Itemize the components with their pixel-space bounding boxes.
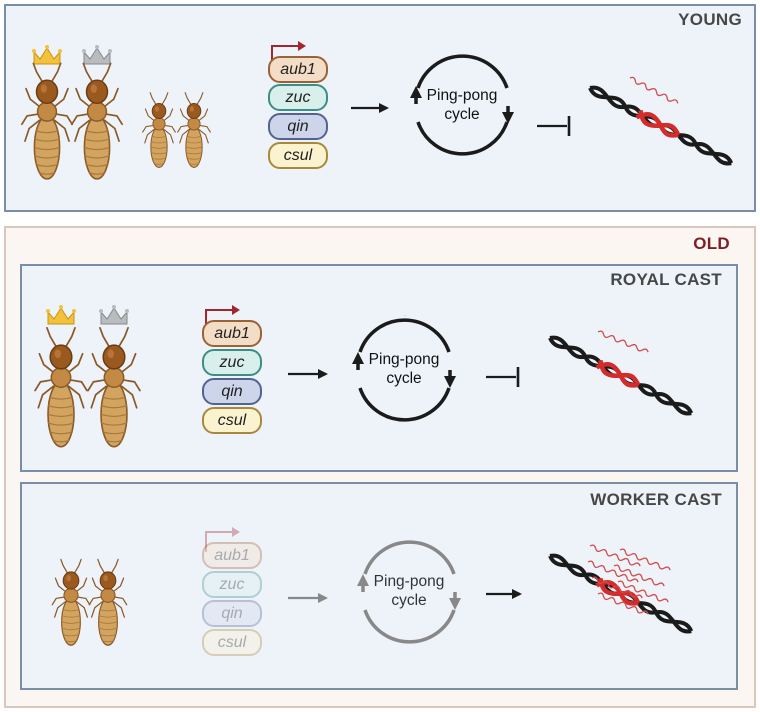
gene-zuc: zuc <box>202 349 262 376</box>
gene-zuc: zuc <box>202 571 262 598</box>
gene-zuc: zuc <box>268 84 328 111</box>
cycle-label-line2: cycle <box>444 106 480 123</box>
worker-cast-title: WORKER CAST <box>590 490 722 509</box>
gene-aub1: aub1 <box>202 320 262 347</box>
royal-cast-title: ROYAL CAST <box>610 270 722 289</box>
cycle-label-line2: cycle <box>391 592 427 609</box>
gene-csul: csul <box>268 142 328 169</box>
cycle-label-line1: Ping-pong <box>368 351 440 368</box>
gene-qin: qin <box>202 378 262 405</box>
young-cycle-label: Ping-pong cycle <box>407 86 517 124</box>
gene-csul: csul <box>202 629 262 656</box>
gene-csul: csul <box>202 407 262 434</box>
royal-cycle-label: Ping-pong cycle <box>349 350 459 388</box>
gene-qin: qin <box>202 600 262 627</box>
worker-cycle-label: Ping-pong cycle <box>354 572 464 610</box>
royal-cycle-arcs <box>342 316 472 434</box>
young-cycle-arcs <box>400 50 530 170</box>
old-title: OLD <box>693 234 730 253</box>
cycle-label-line1: Ping-pong <box>426 87 498 104</box>
gene-aub1: aub1 <box>202 542 262 569</box>
gene-aub1: aub1 <box>268 56 328 83</box>
young-title: YOUNG <box>678 10 742 29</box>
worker-cycle-arcs <box>346 538 476 656</box>
cycle-label-line1: Ping-pong <box>373 573 445 590</box>
gene-qin: qin <box>268 113 328 140</box>
cycle-label-line2: cycle <box>386 370 422 387</box>
